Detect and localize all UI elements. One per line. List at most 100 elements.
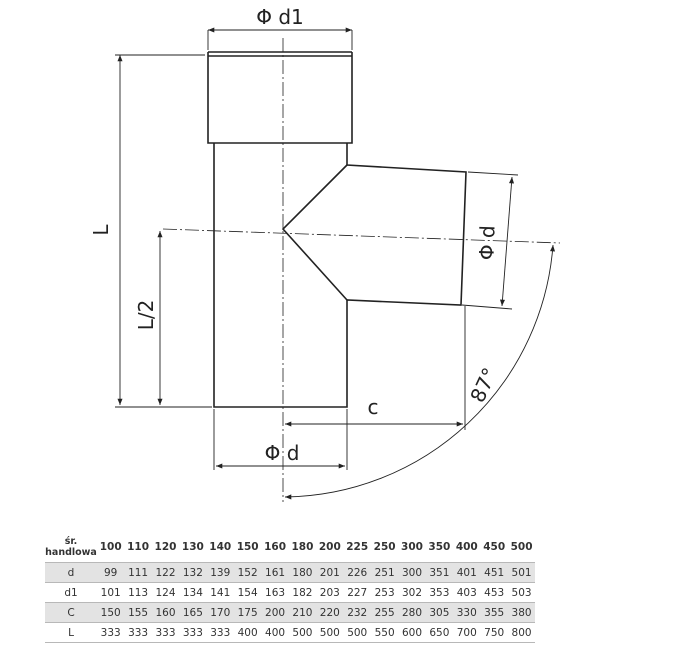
header-label: śr.handlowa [45,532,97,563]
table-cell: 124 [151,582,180,603]
column-header: 180 [291,541,314,553]
table-cell: 160 [151,602,180,623]
table-cell: 333 [151,622,180,643]
table-cell: 180 [288,562,317,583]
table-cell: 500 [288,622,317,643]
table-cell: 503 [507,582,536,603]
tee-outline [207,51,467,408]
tee-drawing: Φ d1 L L/2 c Φ d Φ d 87° [89,5,561,502]
table-cell: 170 [206,602,234,623]
table-cell: 401 [453,562,481,583]
table-cell: 182 [288,582,317,603]
center-lines [162,38,561,502]
table-cell: 139 [206,562,234,583]
table-cell: 280 [398,602,426,623]
table-cell: 232 [343,602,371,623]
label-angle: 87° [465,364,502,406]
label-L: L [89,224,113,236]
table-cell: 155 [124,602,152,623]
column-header: 225 [346,541,369,553]
table-cell: 600 [398,622,426,643]
dimension-lines [115,27,556,500]
table-cell: 226 [343,562,371,583]
table-cell: 351 [425,562,454,583]
table-cell: 800 [507,622,536,643]
table-cell: 150 [97,602,125,623]
table-cell: 220 [316,602,344,623]
table-cell: 122 [151,562,180,583]
table-cell: 453 [480,582,508,603]
column-header: 400 [455,541,478,553]
table-cell: 300 [398,562,426,583]
column-header: 140 [209,541,232,553]
table-cell: 403 [453,582,481,603]
table-cell: 154 [233,582,262,603]
table-cell: 99 [97,562,125,583]
table-cell: 132 [179,562,207,583]
table-cell: 355 [480,602,508,623]
label-c: c [368,395,379,419]
label-d-bottom: Φ d [265,441,300,465]
header-label-line2: handlowa [45,547,97,558]
label-d1: Φ d1 [256,5,304,29]
table-cell: 333 [206,622,234,643]
table-cell: 501 [507,562,536,583]
table-cell: 305 [425,602,454,623]
table-cell: 700 [453,622,481,643]
table-cell: 333 [124,622,152,643]
table-cell: 113 [124,582,152,603]
table-cell: 251 [370,562,399,583]
table-cell: 550 [370,622,399,643]
table-cell: 152 [233,562,262,583]
table-cell: 400 [233,622,262,643]
column-header: 160 [264,541,286,553]
table-cell: 333 [97,622,125,643]
column-header: 120 [154,541,177,553]
column-header: 250 [373,541,396,553]
table-cell: 203 [316,582,344,603]
table-cell: 750 [480,622,508,643]
table-cell: 353 [425,582,454,603]
table-cell: 227 [343,582,371,603]
row-label: C [45,602,97,623]
table-cell: 134 [179,582,207,603]
table-cell: 141 [206,582,234,603]
table-cell: 163 [261,582,289,603]
column-header: 100 [99,541,122,553]
column-header: 110 [127,541,150,553]
table-cell: 380 [507,602,536,623]
table-cell: 200 [261,602,289,623]
table-cell: 210 [288,602,317,623]
row-label: d [45,562,97,583]
column-header: 500 [510,541,533,553]
table-cell: 255 [370,602,399,623]
table-cell: 302 [398,582,426,603]
row-label: L [45,622,97,643]
table-cell: 201 [316,562,344,583]
column-header: 350 [428,541,451,553]
column-header: 450 [483,541,506,553]
table-cell: 175 [233,602,262,623]
table-cell: 161 [261,562,289,583]
row-label: d1 [45,582,97,603]
table-cell: 650 [425,622,454,643]
header-label-line1: śr. [64,536,78,547]
table-cell: 165 [179,602,207,623]
column-header: 130 [181,541,204,553]
table-cell: 253 [370,582,399,603]
table-cell: 111 [124,562,152,583]
column-header: 300 [401,541,423,553]
table-cell: 400 [261,622,289,643]
table-header-row: śr.handlowa 100 110 120 130 140 150 160 180 200 2… [45,532,535,563]
column-header: 200 [318,541,341,553]
table-cell: 330 [453,602,481,623]
label-L2: L/2 [134,300,158,331]
table-cell: 500 [343,622,371,643]
table-cell: 451 [480,562,508,583]
column-header: 150 [236,541,259,553]
